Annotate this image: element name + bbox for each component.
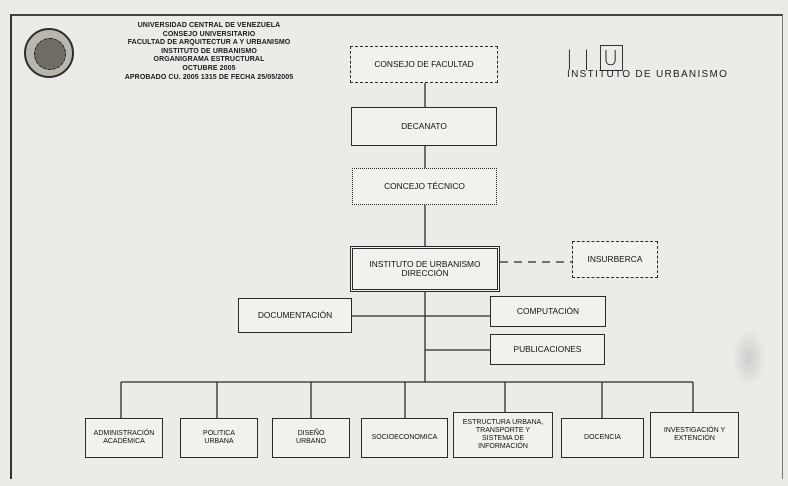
node-label: INSURBERCA <box>587 253 643 264</box>
node-label: URBANO <box>296 438 326 445</box>
node-decanato: DECANATO <box>351 107 497 146</box>
node-investigacion-extencion: INVESTIGACIÓN Y EXTENCIÓN <box>650 412 739 458</box>
header-line: CONSEJO UNIVERSITARIO <box>162 30 256 38</box>
node-diseno-urbano: DISEÑO URBANO <box>272 418 350 458</box>
institute-name: INSTITUTO DE URBANISMO <box>567 69 729 80</box>
header-line: OCTUBRE 2005 <box>182 64 236 72</box>
scan-smudge <box>732 328 766 388</box>
node-computacion: COMPUTACIÓN <box>490 296 606 327</box>
document-header: UNIVERSIDAD CENTRAL DE VENEZUELA CONSEJO… <box>84 22 334 82</box>
node-concejo-tecnico: CONCEJO TÉCNICO <box>352 168 497 205</box>
university-seal-icon <box>24 28 74 78</box>
page-frame <box>10 14 783 479</box>
node-label: SISTEMA DE <box>481 435 524 442</box>
node-docencia: DOCENCIA <box>561 418 644 458</box>
node-insurberca: INSURBERCA <box>572 241 658 278</box>
header-line: INSTITUTO DE URBANISMO <box>161 47 257 55</box>
node-documentacion: DOCUMENTACIÓN <box>238 298 352 333</box>
node-label: DECANATO <box>401 120 447 131</box>
node-label: INVESTIGACIÓN Y <box>663 427 726 435</box>
node-socioeconomica: SOCIOECONOMICA <box>361 418 448 458</box>
node-label: URBANA <box>204 438 234 445</box>
header-line: APROBADO CU. 2005 1315 DE FECHA 25/05/20… <box>124 73 294 81</box>
node-label: PUBLICACIONES <box>513 343 582 354</box>
header-line: FACULTAD DE ARQUITECTUR A Y URBANISMO <box>127 39 291 47</box>
node-label: DIRECCIÓN <box>401 268 449 278</box>
node-politica-urbana: POLITICA URBANA <box>180 418 258 458</box>
node-label: DOCENCIA <box>584 434 621 442</box>
node-label: EXTENCIÓN <box>674 435 715 442</box>
node-label: COMPUTACIÓN <box>516 305 580 316</box>
node-label: TRANSPORTE Y <box>475 427 531 435</box>
node-label: ACADÉMICA <box>103 438 145 445</box>
node-label: INSTITUTO DE URBANISMO <box>369 258 481 269</box>
node-label: ESTRUCTURA URBANA, <box>462 419 544 427</box>
node-label: POLITICA <box>203 430 235 438</box>
node-publicaciones: PUBLICACIONES <box>490 334 605 365</box>
node-label: CONSEJO DE FACULTAD <box>374 58 474 69</box>
node-estructura-urbana: ESTRUCTURA URBANA, TRANSPORTE Y SISTEMA … <box>453 412 553 458</box>
institute-logo-icon: | | U <box>566 45 623 71</box>
header-line: UNIVERSIDAD CENTRAL DE VENEZUELA <box>137 22 281 29</box>
node-label: SOCIOECONOMICA <box>371 434 438 442</box>
node-label: DOCUMENTACIÓN <box>257 309 333 320</box>
node-direccion: INSTITUTO DE URBANISMO DIRECCIÓN <box>350 246 500 292</box>
node-label: ADMINISTRACIÓN <box>93 430 155 438</box>
node-label: CONCEJO TÉCNICO <box>384 180 465 191</box>
node-administracion-academica: ADMINISTRACIÓN ACADÉMICA <box>85 418 163 458</box>
node-label: DISEÑO <box>297 430 325 438</box>
node-consejo-de-facultad: CONSEJO DE FACULTAD <box>350 46 498 83</box>
header-line: ORGANIGRAMA ESTRUCTURAL <box>153 56 265 64</box>
node-label: INFORMACIÓN <box>478 442 528 450</box>
